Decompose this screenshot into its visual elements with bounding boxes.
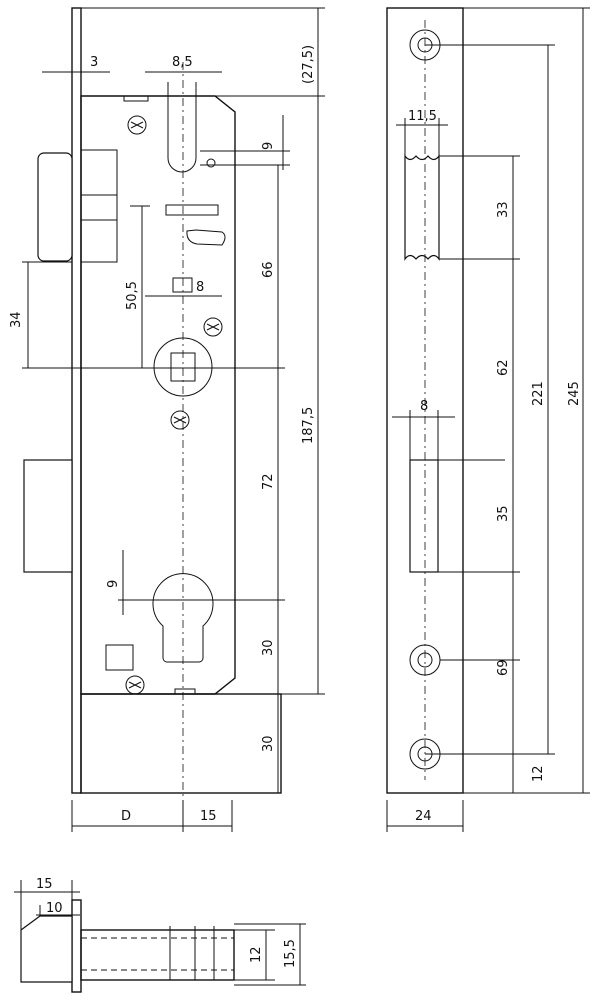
side-latch [20, 915, 73, 983]
latch-bolt-body [80, 149, 118, 263]
side-dimensions [14, 880, 306, 986]
latch-slot [167, 82, 197, 173]
bottom-tab [174, 688, 196, 695]
dim-latch-hole-width: 11,5 [408, 109, 437, 124]
dim-bottom-extension: 30 [261, 735, 276, 752]
dim-case-height: 12 [249, 946, 264, 963]
front-view: 3 8,5 (27,5) 9 66 50,5 8 187,5 34 72 9 3… [9, 7, 325, 832]
dim-backset: D [121, 809, 131, 824]
pivot-hole [206, 158, 216, 168]
bolt-hole [409, 459, 439, 573]
dim-bolt-to-screw: 69 [496, 659, 511, 676]
faceplate [386, 7, 464, 794]
deadbolt [23, 459, 73, 573]
spring-hook [186, 229, 226, 246]
faceplate-strip [71, 7, 82, 794]
dim-screw-to-bottom: 12 [531, 765, 546, 782]
cylinder-cutout [152, 573, 214, 663]
side-view: 15 10 12 15,5 [14, 877, 306, 993]
dim-faceplate-length: 245 [567, 381, 582, 406]
dim-cylinder-to-bottom: 30 [261, 639, 276, 656]
faceplate-dimensions [386, 7, 590, 832]
top-tab [123, 95, 149, 102]
side-case [80, 929, 235, 981]
dim-side-overall-height: 15,5 [283, 939, 298, 968]
square-block [105, 644, 134, 671]
lower-extension [80, 693, 282, 794]
dim-follower-to-cylinder: 72 [261, 473, 276, 490]
dim-follower-size: 8 [196, 280, 204, 295]
screw-4 [125, 675, 145, 695]
dim-cylinder-drop: 9 [106, 580, 121, 588]
spring-bar [165, 204, 219, 216]
side-faceplate [71, 899, 82, 993]
dim-inner-projection: 10 [46, 901, 63, 916]
dim-deadbolt-travel: 34 [9, 311, 24, 328]
screw-1 [127, 115, 147, 135]
dim-overall-height: 187,5 [301, 407, 316, 444]
dim-latch-to-bolt: 62 [496, 359, 511, 376]
dim-top-offset: (27,5) [301, 45, 316, 84]
dim-latch-width: 8,5 [172, 55, 193, 70]
front-dimensions [22, 7, 325, 832]
faceplate-view: 11,5 33 62 8 35 69 12 221 245 24 [386, 7, 590, 832]
dim-screw-pitch: 221 [531, 381, 546, 406]
dim-faceplate-thickness: 3 [90, 55, 98, 70]
latch-bolt-head [37, 152, 73, 262]
dim-latch-hole-height: 33 [496, 201, 511, 218]
screw-3 [170, 410, 190, 430]
dim-latch-to-follower: 66 [261, 261, 276, 278]
screw-2 [203, 317, 223, 337]
dim-faceplate-width: 24 [415, 809, 432, 824]
dim-outer-projection: 15 [36, 877, 53, 892]
dim-bolt-hole-height: 35 [496, 505, 511, 522]
dim-backset-offset: 15 [200, 809, 217, 824]
dim-follower-offset: 50,5 [125, 281, 140, 310]
lock-case [80, 95, 236, 695]
dim-bolt-hole-width: 8 [420, 399, 428, 414]
latch-hole [404, 154, 440, 261]
dim-latch-drop: 9 [261, 142, 276, 150]
